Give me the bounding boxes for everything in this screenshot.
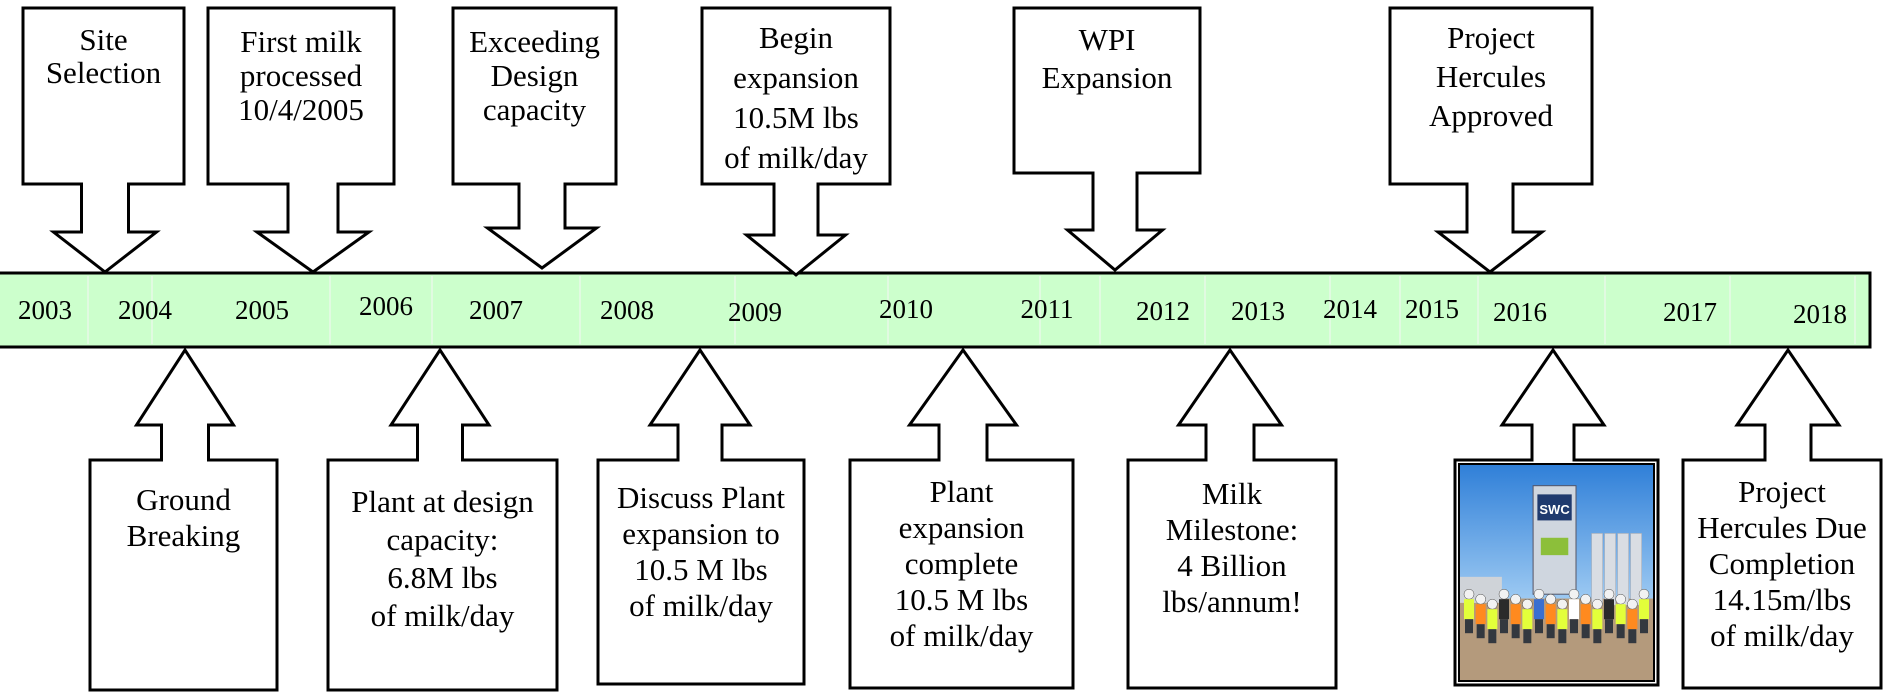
event-label: capacity <box>483 92 587 127</box>
year-label: 2009 <box>728 297 782 327</box>
event-label: Selection <box>46 55 162 90</box>
event-label: Exceeding <box>469 24 600 59</box>
event-label: expansion to <box>622 516 780 551</box>
event-label: lbs/annum! <box>1162 584 1302 619</box>
event-label: Hercules Due <box>1697 510 1867 545</box>
year-label: 2005 <box>235 295 289 325</box>
year-label: 2014 <box>1323 294 1378 324</box>
year-label: 2016 <box>1493 297 1547 327</box>
event-label: of milk/day <box>890 618 1034 653</box>
event-label: Breaking <box>127 518 241 553</box>
event-label: Milk <box>1202 476 1263 511</box>
callout-box <box>21 6 186 274</box>
event-label: of milk/day <box>629 588 773 623</box>
callout-box <box>848 347 1075 690</box>
event-label: Approved <box>1429 98 1553 133</box>
event-label: WPI <box>1079 22 1136 57</box>
year-label: 2003 <box>18 295 72 325</box>
event-label: processed <box>240 58 363 93</box>
event-label: complete <box>905 546 1019 581</box>
year-label: 2007 <box>469 295 523 325</box>
event-label: Project <box>1447 20 1535 55</box>
event-label: Project <box>1738 474 1826 509</box>
year-labels: 2003 2004 2005 2006 2007 2008 2009 2010 2011 2012… <box>18 276 1856 344</box>
event-label: Site <box>79 22 127 57</box>
event-label: Plant at design <box>351 484 534 519</box>
highlight-value: 4 Billion <box>1177 548 1287 583</box>
event-bottom-5: SWC <box>1453 347 1660 687</box>
photo-sign-text: SWC <box>1539 502 1570 517</box>
event-label: Milestone: <box>1166 512 1299 547</box>
callout-box <box>596 347 806 686</box>
callout-box <box>451 6 618 270</box>
event-label: Expansion <box>1042 60 1173 95</box>
event-top-3: Begin expansion 10.5M lbs of milk/day <box>700 6 892 277</box>
callout-box <box>326 347 559 692</box>
highlight-value: 10.5 M lbs <box>895 582 1029 617</box>
event-label: Plant <box>930 474 994 509</box>
event-label: of milk/day <box>724 140 868 175</box>
event-label: Begin <box>759 20 834 55</box>
timeline-band <box>0 271 1872 349</box>
callout-box <box>1126 347 1338 690</box>
event-label: Discuss Plant <box>617 480 785 515</box>
event-label: of milk/day <box>1710 618 1854 653</box>
highlight-value: 6.8M lbs <box>387 560 497 595</box>
highlight-value: 14.15m/lbs <box>1713 582 1852 617</box>
highlight-value: 10.5M lbs <box>733 100 859 135</box>
event-label: Design <box>491 58 579 93</box>
event-label: expansion <box>899 510 1025 545</box>
year-label: 2011 <box>1021 294 1074 324</box>
year-label: 2013 <box>1231 296 1285 326</box>
year-label: 2018 <box>1793 299 1847 329</box>
year-label: 2012 <box>1136 296 1190 326</box>
event-label: Hercules <box>1436 59 1546 94</box>
event-label: capacity: <box>387 522 499 557</box>
callout-box <box>88 347 279 692</box>
callout-box <box>1681 347 1883 690</box>
callout-box <box>1012 6 1202 272</box>
event-label: expansion <box>733 60 859 95</box>
group-photo: SWC <box>1458 463 1655 682</box>
year-label: 2017 <box>1663 297 1717 327</box>
year-label: 2010 <box>879 294 933 324</box>
year-label: 2015 <box>1405 294 1459 324</box>
event-label: 10/4/2005 <box>238 92 364 127</box>
event-label: Ground <box>136 482 231 517</box>
event-label: Completion <box>1709 546 1856 581</box>
event-label: of milk/day <box>371 598 515 633</box>
callout-box <box>206 6 396 274</box>
year-label: 2004 <box>118 295 173 325</box>
event-label: First milk <box>240 24 362 59</box>
year-label: 2008 <box>600 295 654 325</box>
callout-box <box>1388 6 1594 274</box>
callout-box <box>700 6 892 277</box>
highlight-value: 10.5 M lbs <box>634 552 768 587</box>
year-label: 2006 <box>359 291 413 321</box>
